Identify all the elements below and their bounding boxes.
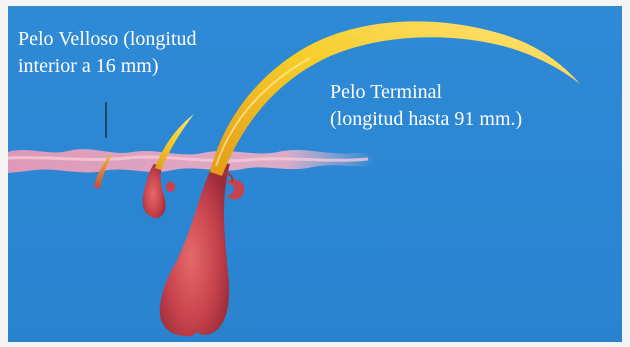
diagram-panel: Pelo Velloso (longitud interior a 16 mm)… (8, 6, 622, 342)
vellus-label-line1: Pelo Velloso (longitud (18, 26, 197, 53)
terminal-label-line1: Pelo Terminal (330, 79, 522, 106)
vellus-hair-label: Pelo Velloso (longitud interior a 16 mm) (18, 26, 197, 80)
vellus-label-line2: interior a 16 mm) (18, 53, 197, 80)
terminal-hair-label: Pelo Terminal (longitud hasta 91 mm.) (330, 79, 522, 133)
terminal-label-line2: (longitud hasta 91 mm.) (330, 106, 522, 133)
intermediate-follicle (143, 164, 166, 218)
sebaceous-gland (226, 180, 244, 200)
